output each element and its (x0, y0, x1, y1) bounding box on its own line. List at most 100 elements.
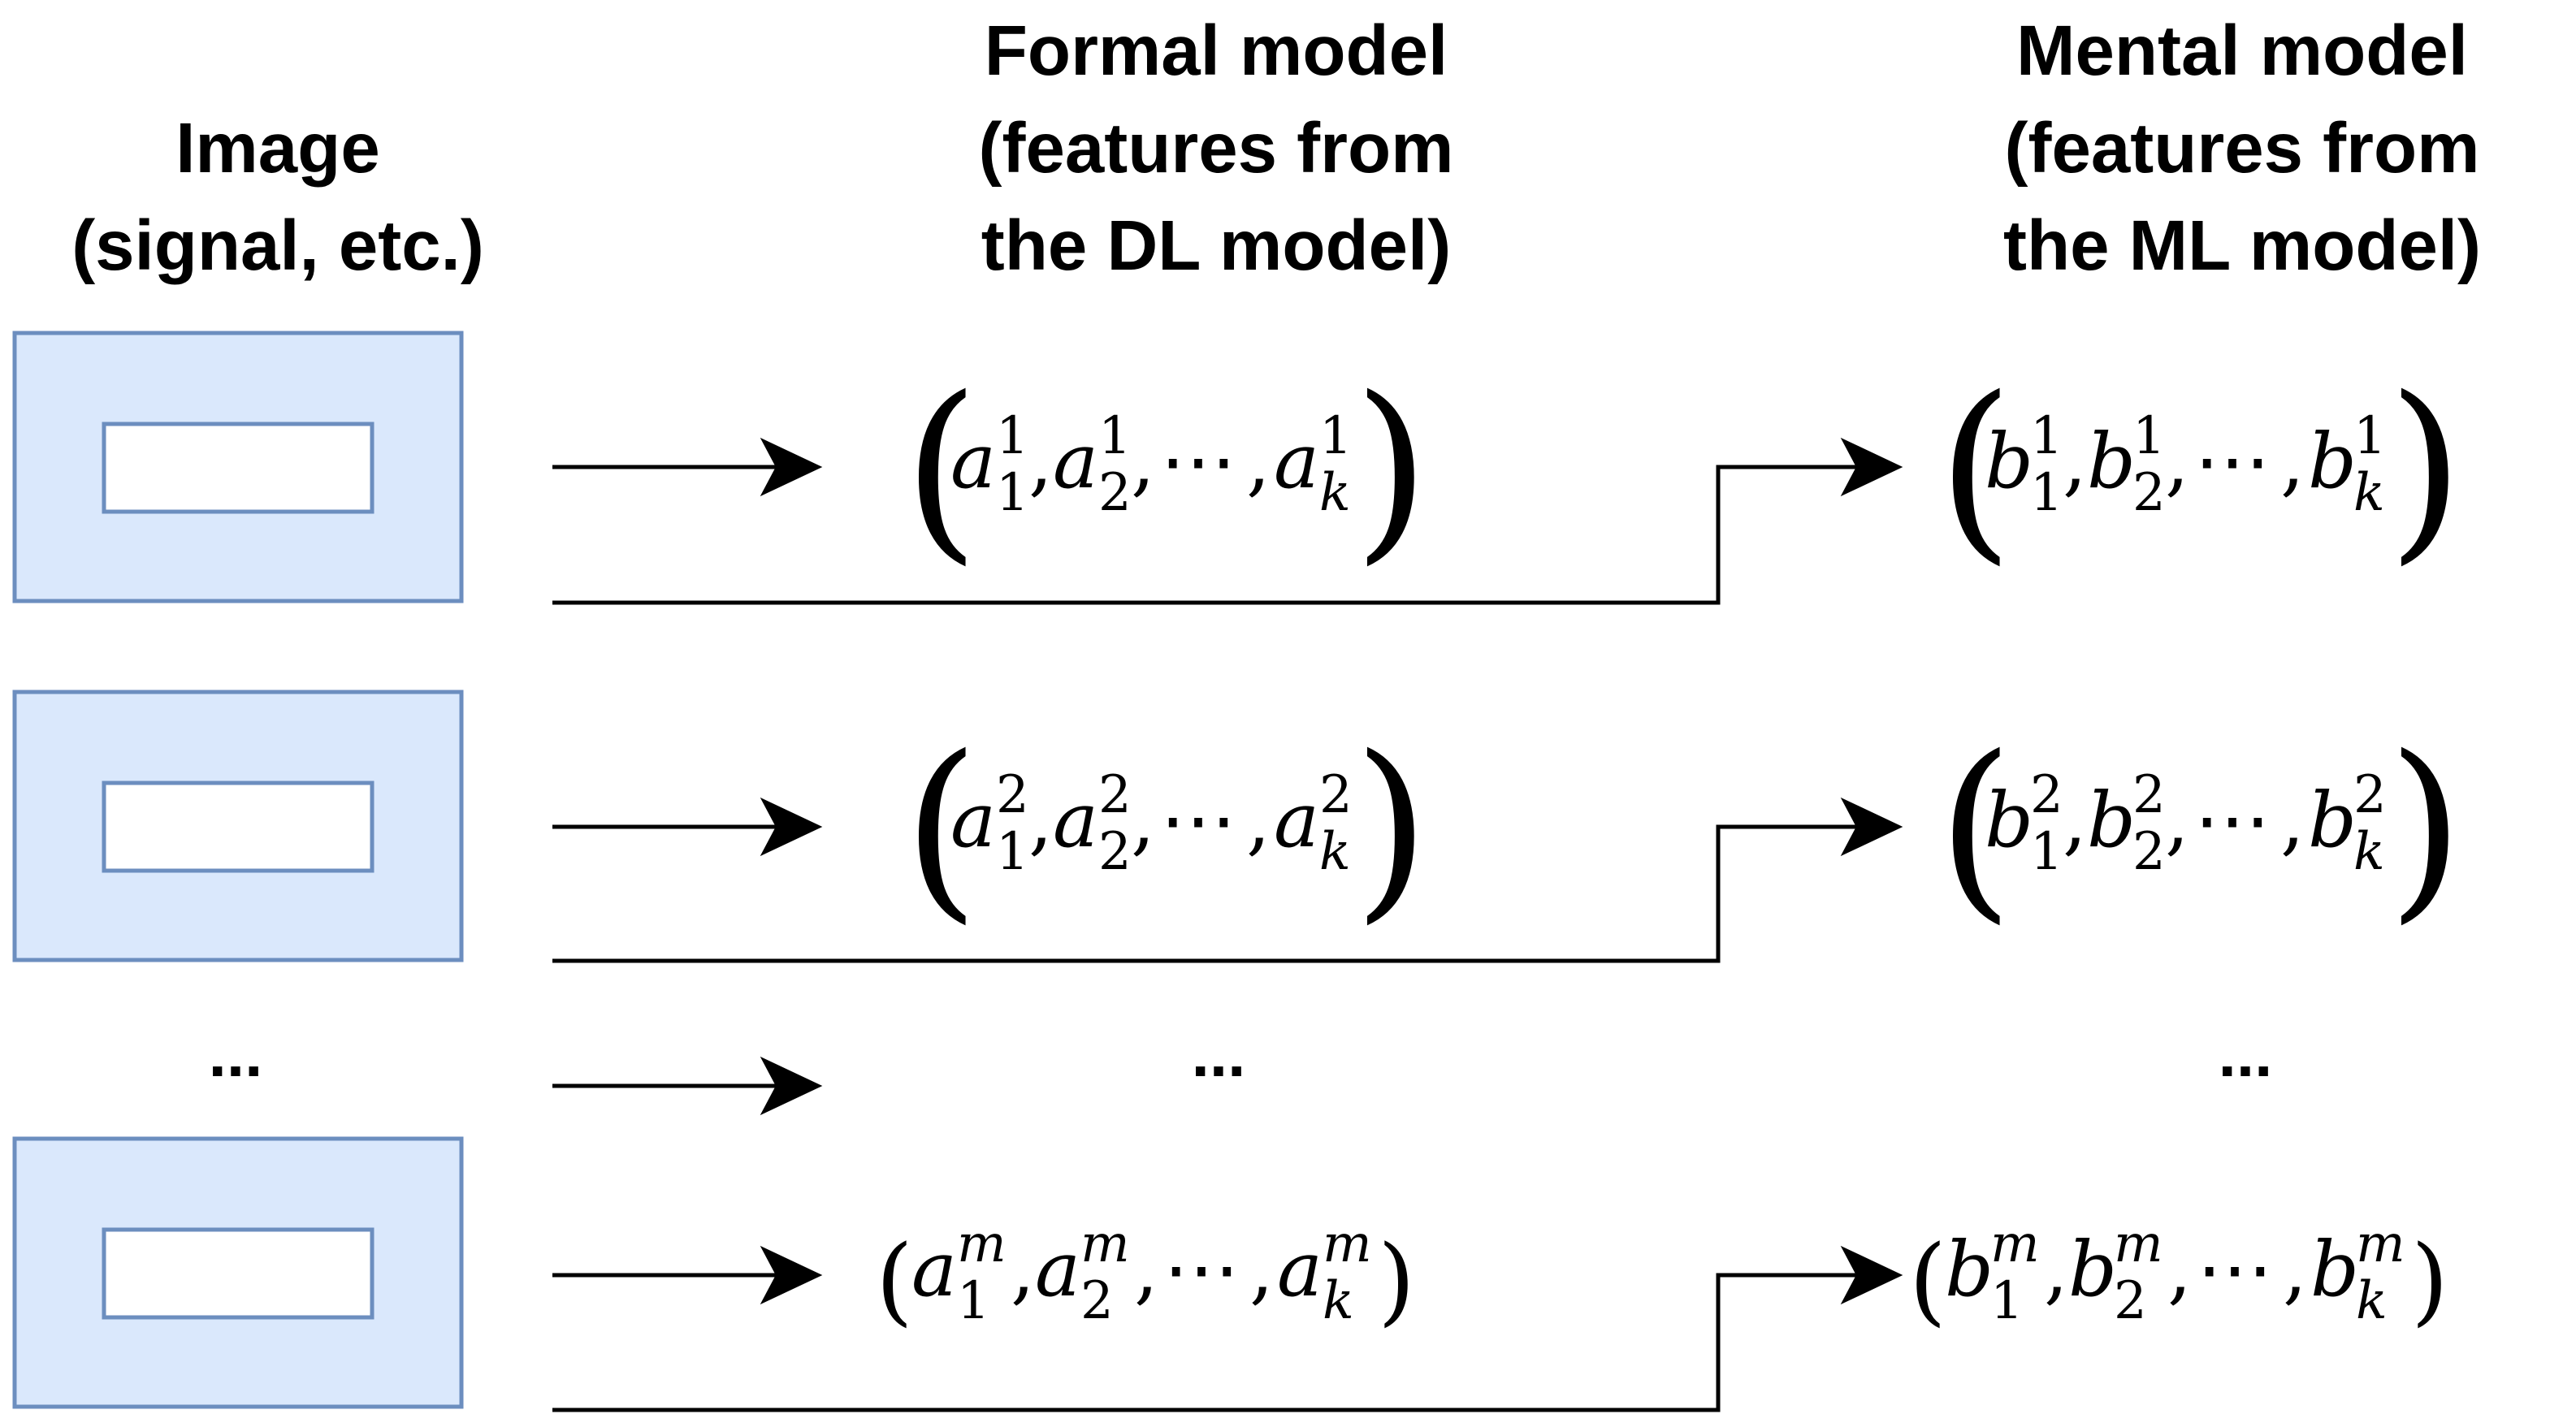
arrow-image-to-mental-row-2-head (1840, 797, 1903, 857)
header-image: Image (signal, etc.) (71, 109, 484, 285)
arrow-image-to-formal-row-2-head (760, 797, 823, 857)
formal-tuple-row-1-sup-3: 1 (1319, 406, 1353, 466)
mental-tuple-row-2-sub-1: 1 (2030, 822, 2063, 882)
formal-tuple-row-1-var-3: a (1274, 417, 1319, 506)
ellipsis-formal: ... (1192, 1018, 1246, 1090)
header-mental-line-2: (features from (2005, 109, 2480, 188)
formal-tuple-row-2-var-2: a (1053, 776, 1098, 865)
formal-tuple-row-2-var-3: a (1274, 776, 1319, 865)
formal-tuple-row-3-sup-1: m (957, 1214, 1007, 1274)
mental-tuple-row-2-sup-3: 2 (2353, 765, 2387, 825)
image-inner-rect (102, 1227, 374, 1320)
formal-tuple-row-3-comma-3: , (1249, 1226, 1274, 1314)
mental-tuple-row-2-open-paren: ( (1937, 714, 2014, 941)
arrow-image-to-formal-row-3 (552, 1245, 823, 1305)
header-mental-line-1: Mental model (2016, 11, 2468, 90)
mental-tuple-row-3-sup-3: m (2356, 1214, 2405, 1274)
mental-tuple-row-3-var-1: b (1945, 1226, 1994, 1314)
formal-tuple-row-3-var-2: a (1035, 1226, 1080, 1314)
formal-tuple-row-3-var-3: a (1277, 1226, 1323, 1314)
mental-tuple-row-1-comma-1: , (2063, 417, 2087, 506)
mental-tuple-row-3-var-3: b (2310, 1226, 2359, 1314)
image-box-row-1 (12, 331, 464, 603)
mental-tuple-row-1-sup-1: 1 (2030, 406, 2063, 466)
arrow-image-to-formal-ellipsis-head (760, 1056, 823, 1116)
header-image-line-1: Image (175, 109, 379, 188)
formal-tuple-row-2-close-paren: ) (1353, 714, 1430, 941)
formal-tuple-row-2-sup-2: 2 (1098, 765, 1132, 825)
formal-tuple-row-3-sup-3: m (1323, 1214, 1372, 1274)
formal-tuple-row-3-sub-2: 2 (1080, 1271, 1114, 1331)
ellipsis-mental: ... (2219, 1018, 2273, 1090)
ellipsis-image: ... (209, 1018, 263, 1090)
formal-tuple-row-1-comma-1: , (1028, 417, 1053, 506)
formal-tuple-row-2-comma-1: , (1028, 776, 1053, 865)
image-box-row-2 (12, 690, 464, 962)
mental-tuple-row-3-var-2: b (2068, 1226, 2117, 1314)
arrow-image-to-formal-ellipsis (552, 1056, 823, 1116)
formal-tuple-row-3-comma-1: , (1011, 1226, 1035, 1314)
mental-tuple-row-1-open-paren: ( (1937, 355, 2014, 582)
connectors (552, 437, 1903, 1412)
formal-tuple-row-1-var-1: a (950, 417, 996, 506)
formal-tuple-row-2-separator: ⋯ (1160, 776, 1236, 865)
formal-tuple-row-1-var-2: a (1053, 417, 1098, 506)
mental-tuple-row-2-var-2: b (2087, 776, 2136, 865)
formal-tuple-row-1-sup-1: 1 (996, 406, 1029, 466)
mental-tuple-row-2-sup-2: 2 (2132, 765, 2166, 825)
header-image-line-2: (signal, etc.) (71, 206, 484, 285)
arrow-image-to-mental-row-2 (552, 797, 1903, 963)
arrow-image-to-mental-row-1 (552, 437, 1903, 605)
mental-tuple-row-1-sub-2: 2 (2132, 463, 2166, 523)
formal-tuple-row-1-sub-1: 1 (996, 463, 1029, 523)
mental-tuple-row-2-separator: ⋯ (2194, 776, 2271, 865)
image-box-row-m (12, 1136, 464, 1409)
image-inner-rect (102, 422, 374, 514)
arrow-image-to-formal-row-1-head (760, 437, 823, 497)
mental-tuple-row-3-close-paren: ) (2411, 1224, 2448, 1336)
arrow-image-to-mental-row-3 (552, 1245, 1903, 1412)
formal-tuple-row-1-close-paren: ) (1353, 355, 1430, 582)
mental-tuple-row-2-sub-2: 2 (2132, 822, 2166, 882)
arrow-image-to-mental-row-2-path (552, 824, 1868, 963)
formal-tuple-row-3-sub-3: k (1323, 1271, 1354, 1331)
formal-tuple-row-3-var-1: a (911, 1226, 957, 1314)
mental-tuple-row-1-sup-3: 1 (2353, 406, 2387, 466)
formal-tuple-row-1-open-paren: ( (903, 355, 980, 582)
formal-tuple-row-2-sub-2: 2 (1098, 822, 1132, 882)
mental-tuple-row-2-sub-3: k (2353, 822, 2385, 882)
formal-tuple-row-1-separator: ⋯ (1160, 417, 1236, 506)
mental-tuple-row-1-sub-3: k (2353, 463, 2385, 523)
mental-tuple-row-1-sup-2: 1 (2132, 406, 2166, 466)
header-formal-line-1: Formal model (985, 11, 1448, 90)
formal-tuple-row-2-var-1: a (950, 776, 996, 865)
formal-tuple-row-3-open-paren: ( (876, 1224, 913, 1336)
formal-tuple-row-3-comma-2: , (1134, 1226, 1158, 1314)
header-formal-line-2: (features from (979, 109, 1454, 188)
mental-tuple-row-1-var-1: b (1985, 417, 2033, 506)
mental-tuple-row-3-comma-3: , (2283, 1226, 2307, 1314)
formal-tuple-row-2-open-paren: ( (903, 714, 980, 941)
formal-tuple-row-2-sub-1: 1 (996, 822, 1029, 882)
arrow-image-to-formal-row-3-head (760, 1245, 823, 1305)
formal-tuple-row-1-sub-2: 2 (1098, 463, 1132, 523)
formal-tuple-row-3-sub-1: 1 (957, 1271, 990, 1331)
arrow-image-to-mental-row-1-path (552, 465, 1868, 605)
header-formal-line-3: the DL model) (981, 206, 1451, 285)
mental-tuple-row-3-sub-3: k (2356, 1271, 2388, 1331)
mental-tuple-row-1-separator: ⋯ (2194, 417, 2271, 506)
mental-tuple-row-1-comma-2: , (2165, 417, 2189, 506)
formal-tuple-row-2-sub-3: k (1319, 822, 1351, 882)
mental-tuple-row-3-comma-2: , (2167, 1226, 2192, 1314)
arrow-image-to-mental-row-1-head (1840, 437, 1903, 497)
formal-tuple-row-1-sub-3: k (1319, 463, 1351, 523)
mental-tuple-row-1: (b11,b12,⋯,b1k) (1937, 355, 2464, 582)
arrow-image-to-formal-row-2 (552, 797, 823, 857)
header-mental-line-3: the ML model) (2003, 206, 2481, 285)
formal-tuple-row-2-sup-1: 2 (996, 765, 1029, 825)
mental-tuple-row-2-sup-1: 2 (2030, 765, 2063, 825)
